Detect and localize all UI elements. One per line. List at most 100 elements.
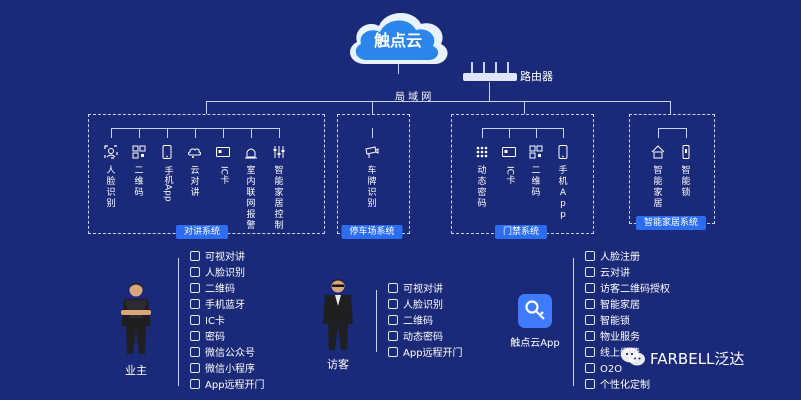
owner-feature: 密码: [190, 331, 225, 345]
access-item-label: 动态密码: [477, 166, 487, 209]
smart-home-item-label: 智能家居: [653, 166, 663, 209]
owner-feature: IC卡: [190, 315, 225, 329]
feature-icon: [388, 347, 398, 357]
intercom-tick: [167, 128, 168, 138]
visitor-feature: 可视对讲: [388, 283, 443, 297]
keypad-icon: [476, 146, 488, 158]
app-feature: 线上缴费: [585, 347, 640, 361]
intercom-tick: [223, 128, 224, 138]
lan-drop-4: [670, 101, 671, 114]
qr-code-icon: [529, 145, 543, 159]
feature-icon: [190, 251, 200, 261]
owner-feature: 人脸识别: [190, 267, 245, 281]
visitor-feature: 二维码: [388, 315, 433, 329]
access-tick: [536, 128, 537, 138]
intercom-item-label: 手机App: [162, 166, 173, 202]
feature-icon: [388, 315, 398, 325]
intercom-item-label: 智能家居控制: [274, 166, 284, 231]
owner-label: 业主: [125, 364, 147, 377]
visitor-feature-label: 人脸识别: [403, 300, 443, 311]
access-item-label: 手机App: [558, 166, 568, 220]
cloud-icon: [350, 12, 448, 64]
intercom-group: [88, 114, 325, 234]
cloud-label: 触点云: [373, 31, 422, 50]
intercom-item-label: 云对讲: [190, 166, 200, 198]
owner-figure-icon: [121, 283, 151, 354]
router-icon: [463, 62, 517, 81]
feature-icon: [388, 283, 398, 293]
smart-home-control-icon: [273, 146, 285, 158]
visitor-feature: 动态密码: [388, 331, 443, 345]
owner-feature-label: App远程开门: [205, 380, 265, 391]
owner-feature-label: 密码: [205, 332, 225, 343]
parking-system-badge: 停车场系统: [341, 225, 403, 239]
owner-feature: 微信公众号: [190, 347, 255, 361]
visitor-feature-label: 可视对讲: [403, 284, 443, 295]
visitor-bracket: [376, 290, 377, 352]
app-feature: O2O: [585, 363, 622, 377]
app-feature-label: 个性化定制: [600, 380, 650, 391]
parking-item-label: 车牌识别: [367, 166, 377, 209]
app-feature-label: 线上缴费: [600, 348, 640, 359]
app-feature-label: 智能锁: [600, 316, 630, 327]
feature-icon: [585, 379, 595, 389]
intercom-tick: [195, 128, 196, 138]
access-item-label: IC卡: [504, 166, 515, 184]
router-link: [489, 82, 490, 101]
intercom-tick: [251, 128, 252, 138]
intercom-item-label: 人脸识别: [106, 166, 116, 209]
feature-icon: [190, 331, 200, 341]
app-feature: 云对讲: [585, 267, 630, 281]
smart-home-item-label: 智能锁: [681, 166, 691, 198]
cloud-intercom-icon: [188, 148, 201, 158]
intercom-tick: [279, 128, 280, 138]
feature-icon: [585, 347, 595, 357]
feature-icon: [190, 267, 200, 277]
app-feature: 个性化定制: [585, 379, 650, 393]
visitor-feature-label: 动态密码: [403, 332, 443, 343]
app-label: 触点云App: [510, 338, 560, 349]
app-feature: 人脸注册: [585, 251, 640, 265]
app-feature: 智能家居: [585, 299, 640, 313]
face-recognition-icon: [104, 145, 118, 159]
visitor-feature: App远程开门: [388, 347, 463, 361]
parking-tick: [372, 128, 373, 138]
smart-home-system-badge: 智能家居系统: [635, 216, 707, 230]
feature-icon: [190, 347, 200, 357]
app-feature: 智能锁: [585, 315, 630, 329]
feature-icon: [585, 283, 595, 293]
access-control-system-badge: 门禁系统: [494, 225, 548, 239]
owner-feature-label: 微信小程序: [205, 364, 255, 375]
access-item-label: 二维码: [531, 166, 541, 198]
lan-bus: [206, 101, 670, 102]
owner-feature: 手机蓝牙: [190, 299, 245, 313]
access-tick: [509, 128, 510, 138]
lan-drop-3: [524, 101, 525, 114]
intercom-tick: [139, 128, 140, 138]
qr-code-icon: [132, 145, 146, 159]
app-key-icon: [518, 294, 552, 328]
app-bracket: [573, 258, 574, 386]
watermark-text: FARBELL泛达: [650, 350, 745, 368]
license-plate-camera-icon: [365, 146, 379, 158]
feature-icon: [388, 331, 398, 341]
owner-feature-label: 人脸识别: [205, 268, 245, 279]
intercom-tick: [111, 128, 112, 138]
wechat-logo-icon: [621, 347, 645, 366]
feature-icon: [190, 299, 200, 309]
app-feature-label: 云对讲: [600, 268, 630, 279]
feature-icon: [190, 315, 200, 325]
lan-drop-1: [206, 101, 207, 114]
owner-bracket: [178, 258, 179, 386]
intercom-item-label: 室内联网报警: [246, 166, 256, 231]
owner-feature: App远程开门: [190, 379, 265, 393]
feature-icon: [585, 299, 595, 309]
visitor-label: 访客: [327, 358, 349, 371]
app-feature-label: O2O: [600, 364, 623, 375]
cloud-router-link: [398, 64, 399, 74]
alarm-icon: [245, 148, 257, 159]
visitor-figure-icon: [323, 279, 353, 350]
smart-home-tick: [658, 128, 659, 138]
app-feature: 物业服务: [585, 331, 640, 345]
app-feature-label: 访客二维码授权: [600, 284, 670, 295]
